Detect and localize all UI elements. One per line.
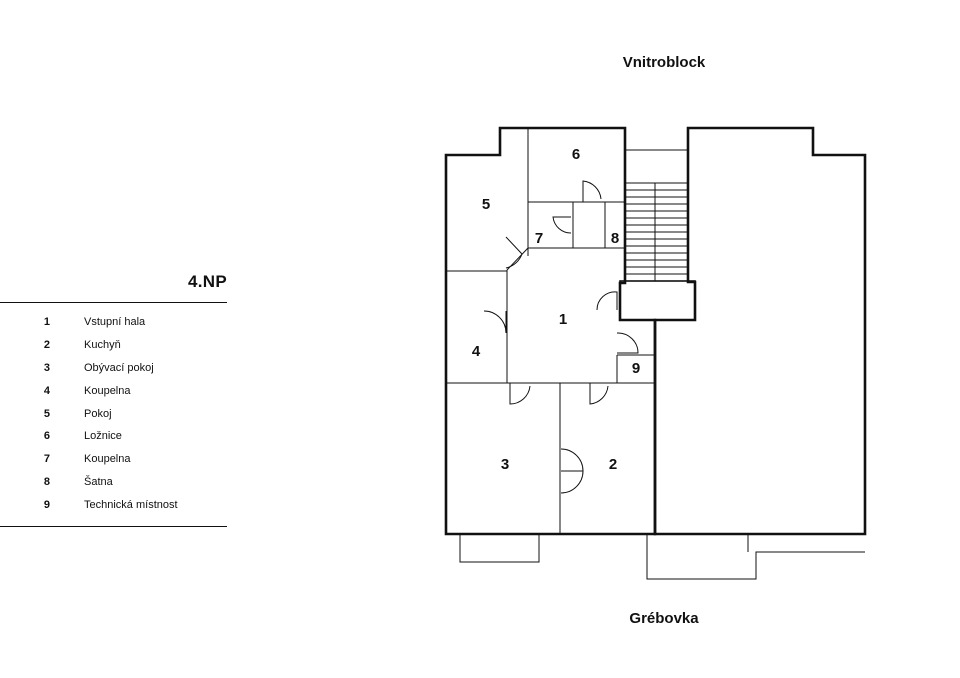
legend-room-number: 4 [43,384,50,397]
legend-room-name: Pokoj [84,407,112,420]
door-swings [483,180,639,494]
balconies [459,534,865,580]
plan-room-number: 4 [472,343,481,360]
legend-room-number: 3 [43,361,50,374]
legend-room-name: Koupelna [84,384,131,397]
plan-room-number: 8 [611,230,619,247]
legend-room-number: 2 [43,339,50,352]
legend-room-name: Koupelna [84,453,131,466]
plan-room-number: 5 [482,196,490,213]
room-legend: 4.NP 1 Vstupní hala 2 Kuchyň 3 Obývací p… [0,268,227,528]
legend-room-name: Kuchyň [84,339,121,352]
legend-room-name: Vstupní hala [84,316,146,329]
neighbor-outline [653,126,867,536]
plan-room-number: 7 [535,230,543,247]
plan-room-number: 6 [572,146,580,163]
legend-item: 6 Ložnice [0,425,227,448]
legend-room-name: Šatna [84,475,113,488]
legend-room-number: 8 [43,475,50,488]
legend-item: 9 Technická místnost [0,493,227,516]
interior-walls [446,128,655,534]
apartment-outline [444,126,657,536]
street-label-top: Vnitroblock [622,54,706,71]
legend-room-number: 9 [43,498,50,511]
legend-room-name: Technická místnost [84,498,178,511]
legend-room-number: 6 [43,430,50,443]
street-label-bottom: Grébovka [629,610,699,627]
plan-room-number: 2 [609,456,617,473]
legend-room-name: Ložnice [84,430,122,443]
plan-room-number: 9 [632,360,640,377]
legend-item: 8 Šatna [0,471,227,494]
legend-item: 4 Koupelna [0,379,227,402]
legend-item: 3 Obývací pokoj [0,357,227,380]
legend-item: 7 Koupelna [0,448,227,471]
plan-room-number: 1 [559,311,567,328]
legend-room-name: Obývací pokoj [84,361,154,374]
legend-room-number: 1 [43,316,50,329]
floor-label: 4.NP [0,268,227,303]
stair-core [619,149,696,321]
legend-room-number: 7 [43,453,50,466]
legend-room-number: 5 [43,407,50,420]
legend-item: 2 Kuchyň [0,334,227,357]
legend-item: 1 Vstupní hala [0,311,227,334]
plan-room-number: 3 [501,456,509,473]
legend-list: 1 Vstupní hala 2 Kuchyň 3 Obývací pokoj … [0,303,227,528]
legend-item: 5 Pokoj [0,402,227,425]
